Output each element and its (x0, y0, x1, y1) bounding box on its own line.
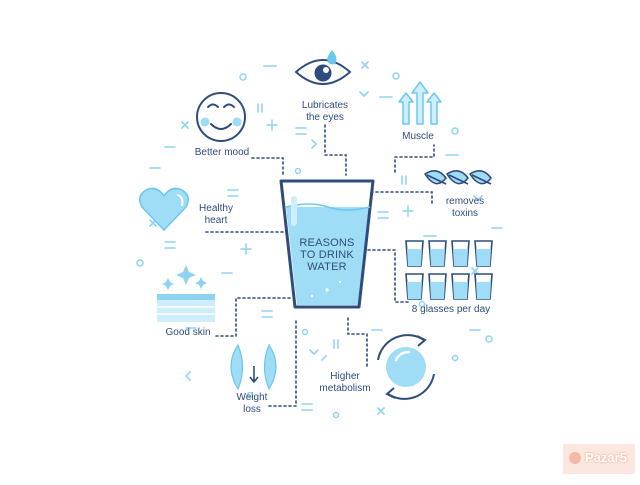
label-toxins-line-1: removes (445, 196, 485, 207)
arrows-up-icon (398, 81, 442, 125)
label-eyes-line-2: the eyes (306, 112, 344, 123)
watermark-dot-icon (569, 452, 581, 464)
label-higher-metabolism: Higher metabolism (314, 371, 376, 395)
decor-dots (136, 72, 493, 419)
label-healthy-heart: Healthy heart (192, 203, 240, 227)
label-heart-line-1: Healthy (199, 203, 233, 214)
skin-layers-icon (157, 294, 215, 322)
center-line-3: WATER (307, 261, 347, 273)
decor-marks (149, 61, 503, 415)
heart-icon (139, 187, 189, 232)
label-weight-loss: Weight loss (230, 392, 274, 416)
cycle-icon (377, 334, 435, 400)
label-muscle: Muscle (402, 131, 434, 142)
sparkle-icon (162, 265, 207, 290)
eye-icon (294, 50, 352, 85)
label-weight-line-2: loss (243, 404, 261, 415)
waist-icon (230, 343, 277, 391)
label-heart-line-2: heart (204, 215, 228, 226)
label-eight-glasses: 8 glasses per day (411, 304, 491, 315)
label-toxins-line-2: toxins (451, 208, 479, 219)
label-metab-line-1: Higher (330, 371, 360, 382)
center-line-2: TO DRINK (300, 249, 354, 261)
watermark-logo: Pazar5 (563, 444, 635, 474)
leaf-icon (424, 170, 492, 185)
center-glass (279, 179, 375, 309)
smiley-icon (196, 92, 246, 142)
center-line-1: REASONS (299, 237, 355, 249)
label-better-mood: Better mood (194, 147, 250, 158)
label-metab-line-2: metabolism (319, 383, 371, 394)
label-lubricates-eyes: Lubricates the eyes (295, 100, 355, 124)
label-good-skin: Good skin (165, 327, 211, 338)
label-weight-line-1: Weight (236, 392, 268, 403)
connector-lines (205, 124, 435, 407)
watermark-text: Pazar5 (585, 450, 627, 465)
center-title: REASONS TO DRINK WATER (292, 237, 362, 273)
label-eyes-line-1: Lubricates (301, 100, 349, 111)
eight-glasses-icon (405, 240, 493, 300)
label-removes-toxins: removes toxins (440, 196, 490, 220)
